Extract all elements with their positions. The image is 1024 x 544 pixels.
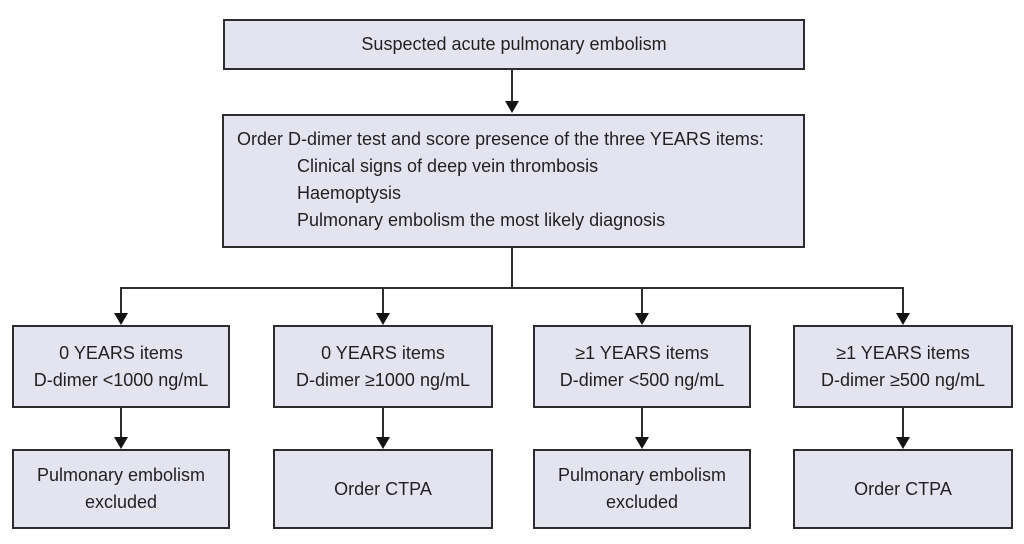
outcome-2-label: Order CTPA [334, 478, 432, 499]
branch-4-line2: D-dimer ≥500 ng/mL [821, 369, 985, 390]
branch-3-line2: D-dimer <500 ng/mL [559, 369, 725, 390]
node-branch-1-criteria: 0 YEARS items D-dimer <1000 ng/mL [12, 325, 230, 408]
arrow-down-icon [635, 313, 649, 325]
connector-assess-stem [511, 248, 513, 289]
outcome-4-label: Order CTPA [854, 478, 952, 499]
arrow-down-icon [505, 101, 519, 113]
outcome-3-label: Pulmonary embolism excluded [557, 465, 727, 512]
assess-intro: Order D-dimer test and score presence of… [237, 129, 764, 149]
arrow-down-icon [376, 313, 390, 325]
assess-item-dvt: Clinical signs of deep vein thrombosis [297, 156, 599, 176]
branch-4-line1: ≥1 YEARS items [836, 342, 970, 363]
node-suspected-pe: Suspected acute pulmonary embolism [223, 19, 805, 70]
outcome-1-label: Pulmonary embolism excluded [36, 465, 206, 512]
assess-item-haemoptysis: Haemoptysis [297, 183, 402, 203]
connector-drop-branch-1 [120, 287, 122, 314]
node-branch-4-criteria: ≥1 YEARS items D-dimer ≥500 ng/mL [793, 325, 1013, 408]
branch-2-line2: D-dimer ≥1000 ng/mL [296, 369, 470, 390]
connector-drop-branch-2 [382, 287, 384, 314]
node-outcome-2: Order CTPA [273, 449, 493, 529]
arrow-down-icon [376, 437, 390, 449]
arrow-down-icon [896, 313, 910, 325]
connector-drop-branch-3 [641, 287, 643, 314]
node-order-ddimer-years: Order D-dimer test and score presence of… [222, 114, 805, 248]
node-outcome-3: Pulmonary embolism excluded [533, 449, 751, 529]
connector-branch-1-outcome [120, 408, 122, 438]
connector-drop-branch-4 [902, 287, 904, 314]
branch-1-line1: 0 YEARS items [59, 342, 183, 363]
arrow-down-icon [114, 313, 128, 325]
node-branch-2-criteria: 0 YEARS items D-dimer ≥1000 ng/mL [273, 325, 493, 408]
connector-start-to-assess [511, 70, 513, 103]
connector-branch-4-outcome [902, 408, 904, 438]
branch-2-line1: 0 YEARS items [321, 342, 445, 363]
arrow-down-icon [114, 437, 128, 449]
node-outcome-1: Pulmonary embolism excluded [12, 449, 230, 529]
branch-3-line1: ≥1 YEARS items [575, 342, 709, 363]
assess-item-pe-likely: Pulmonary embolism the most likely diagn… [297, 210, 666, 230]
node-outcome-4: Order CTPA [793, 449, 1013, 529]
arrow-down-icon [896, 437, 910, 449]
node-branch-3-criteria: ≥1 YEARS items D-dimer <500 ng/mL [533, 325, 751, 408]
arrow-down-icon [635, 437, 649, 449]
connector-branch-line [120, 287, 903, 289]
connector-branch-3-outcome [641, 408, 643, 438]
branch-1-line2: D-dimer <1000 ng/mL [33, 369, 209, 390]
node-suspected-pe-label: Suspected acute pulmonary embolism [361, 34, 667, 54]
connector-branch-2-outcome [382, 408, 384, 438]
